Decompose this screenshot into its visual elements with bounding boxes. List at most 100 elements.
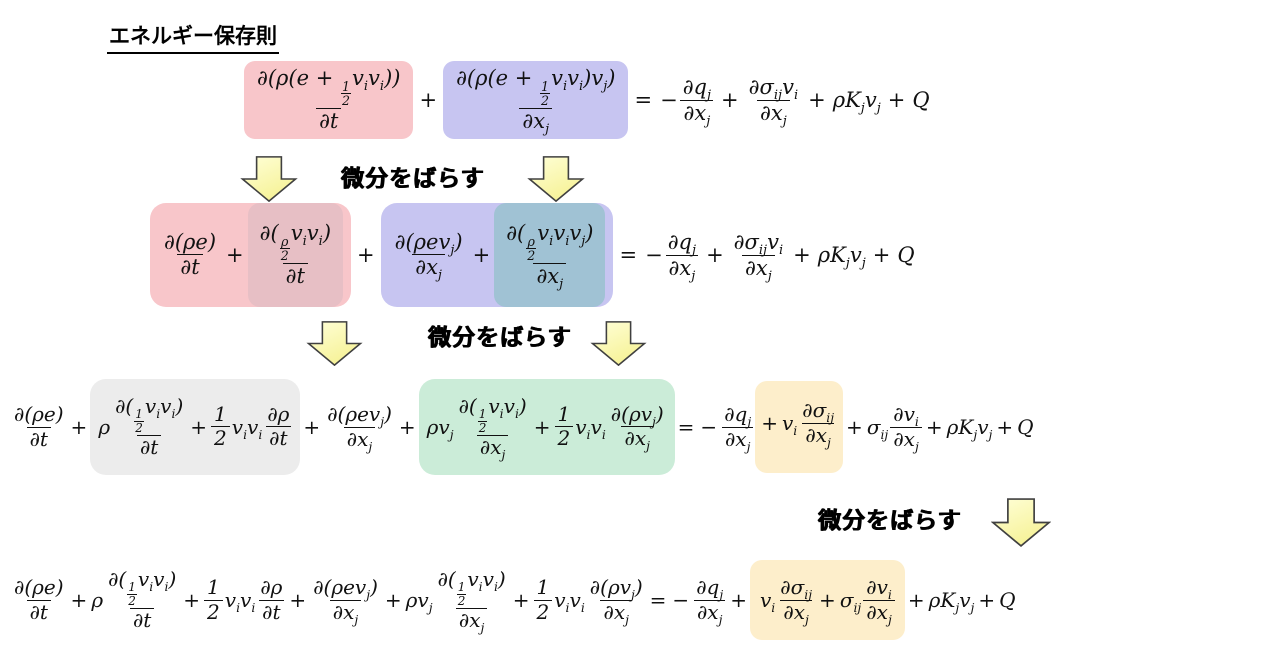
- math-operator: =: [677, 415, 695, 439]
- subscript: i: [771, 600, 776, 615]
- subscript: j: [354, 611, 359, 627]
- subscript: i: [514, 405, 519, 421]
- subscript: i: [156, 405, 161, 421]
- fraction: ∂qj∂xj: [665, 230, 699, 284]
- subscript: ij: [758, 242, 768, 258]
- subscript: i: [243, 426, 248, 442]
- math-operator: +: [793, 243, 811, 267]
- fraction: ∂σij∂xj: [780, 574, 813, 627]
- math-symbol: Q: [897, 243, 915, 267]
- subscript: j: [861, 256, 866, 272]
- subscript: j: [480, 619, 485, 635]
- subscript: i: [549, 234, 554, 250]
- subscript: i: [478, 578, 483, 594]
- subscript: j: [545, 122, 550, 138]
- math-symbol: vi: [759, 588, 776, 615]
- subscript: i: [565, 234, 570, 250]
- math-operator: +: [357, 243, 375, 267]
- subscript: j: [860, 101, 865, 117]
- math-symbol: ρKjvj: [832, 88, 881, 117]
- math-operator: +: [730, 588, 747, 612]
- subscript: i: [493, 578, 498, 594]
- math-operator: +: [706, 243, 724, 267]
- subscript: i: [379, 79, 385, 95]
- math-operator: +: [289, 588, 307, 612]
- math-symbol: ρ: [98, 414, 111, 439]
- math-operator: +: [887, 88, 906, 112]
- subscript: i: [914, 413, 919, 429]
- subscript: i: [164, 578, 169, 594]
- subscript: ij: [773, 87, 783, 103]
- math-symbol: vi: [781, 411, 798, 438]
- math-operator: +: [721, 88, 739, 112]
- fraction: ∂(ρevj)∂xj: [327, 401, 392, 454]
- subscript: j: [782, 113, 787, 129]
- math-operator: +: [190, 414, 208, 439]
- highlight-yellow: vi∂σij∂xj+σij∂vi∂xj: [749, 559, 905, 641]
- subscript: i: [149, 578, 154, 594]
- subscript: j: [805, 611, 809, 627]
- subscript: i: [562, 79, 568, 95]
- math-operator: +: [978, 588, 996, 612]
- subscript: i: [601, 426, 606, 442]
- subscript: i: [499, 405, 504, 421]
- subscript: j: [368, 438, 373, 454]
- math-operator: +: [808, 88, 826, 112]
- subscript: j: [970, 600, 975, 615]
- math-operator: −: [660, 88, 678, 112]
- subscript: j: [955, 600, 960, 615]
- fraction: ∂vi∂xj: [863, 575, 895, 625]
- math-operator: +: [303, 415, 321, 439]
- subscript: j: [450, 242, 455, 258]
- math-operator: +: [872, 243, 891, 267]
- subscript: j: [380, 413, 385, 429]
- down-arrow: [240, 156, 298, 202]
- subscript: i: [302, 234, 307, 250]
- subscript: j: [691, 268, 696, 284]
- subscript: ij: [853, 600, 862, 615]
- fraction: ∂qj∂xj: [680, 75, 714, 128]
- math-symbol: vivi: [231, 414, 263, 442]
- subscript: j: [437, 268, 442, 284]
- subscript: i: [578, 79, 584, 95]
- math-operator: +: [761, 411, 778, 435]
- math-symbol: vivi: [224, 588, 256, 615]
- subscript: ij: [826, 409, 835, 425]
- fraction: ∂qj∂xj: [693, 575, 726, 627]
- fraction: ∂qj∂xj: [721, 402, 754, 452]
- subscript: j: [428, 600, 433, 615]
- math-operator: +: [533, 414, 551, 439]
- subscript: i: [580, 600, 585, 615]
- math-operator: −: [700, 415, 718, 439]
- subscript: j: [845, 256, 850, 272]
- subscript: i: [793, 87, 799, 103]
- math-operator: −: [672, 588, 690, 612]
- math-operator: +: [925, 415, 943, 439]
- subscript: i: [236, 600, 241, 615]
- subscript: j: [449, 426, 454, 442]
- math-symbol: vivi: [554, 588, 585, 615]
- subscript: j: [718, 611, 723, 627]
- highlight-yellow: +vi∂σij∂xj: [755, 380, 844, 474]
- math-symbol: σij: [839, 588, 862, 615]
- transform-label: 微分をばらす: [818, 508, 962, 534]
- subscript: j: [876, 101, 881, 117]
- subscript: j: [914, 438, 919, 454]
- fraction: ∂σijvi∂xj: [748, 74, 799, 129]
